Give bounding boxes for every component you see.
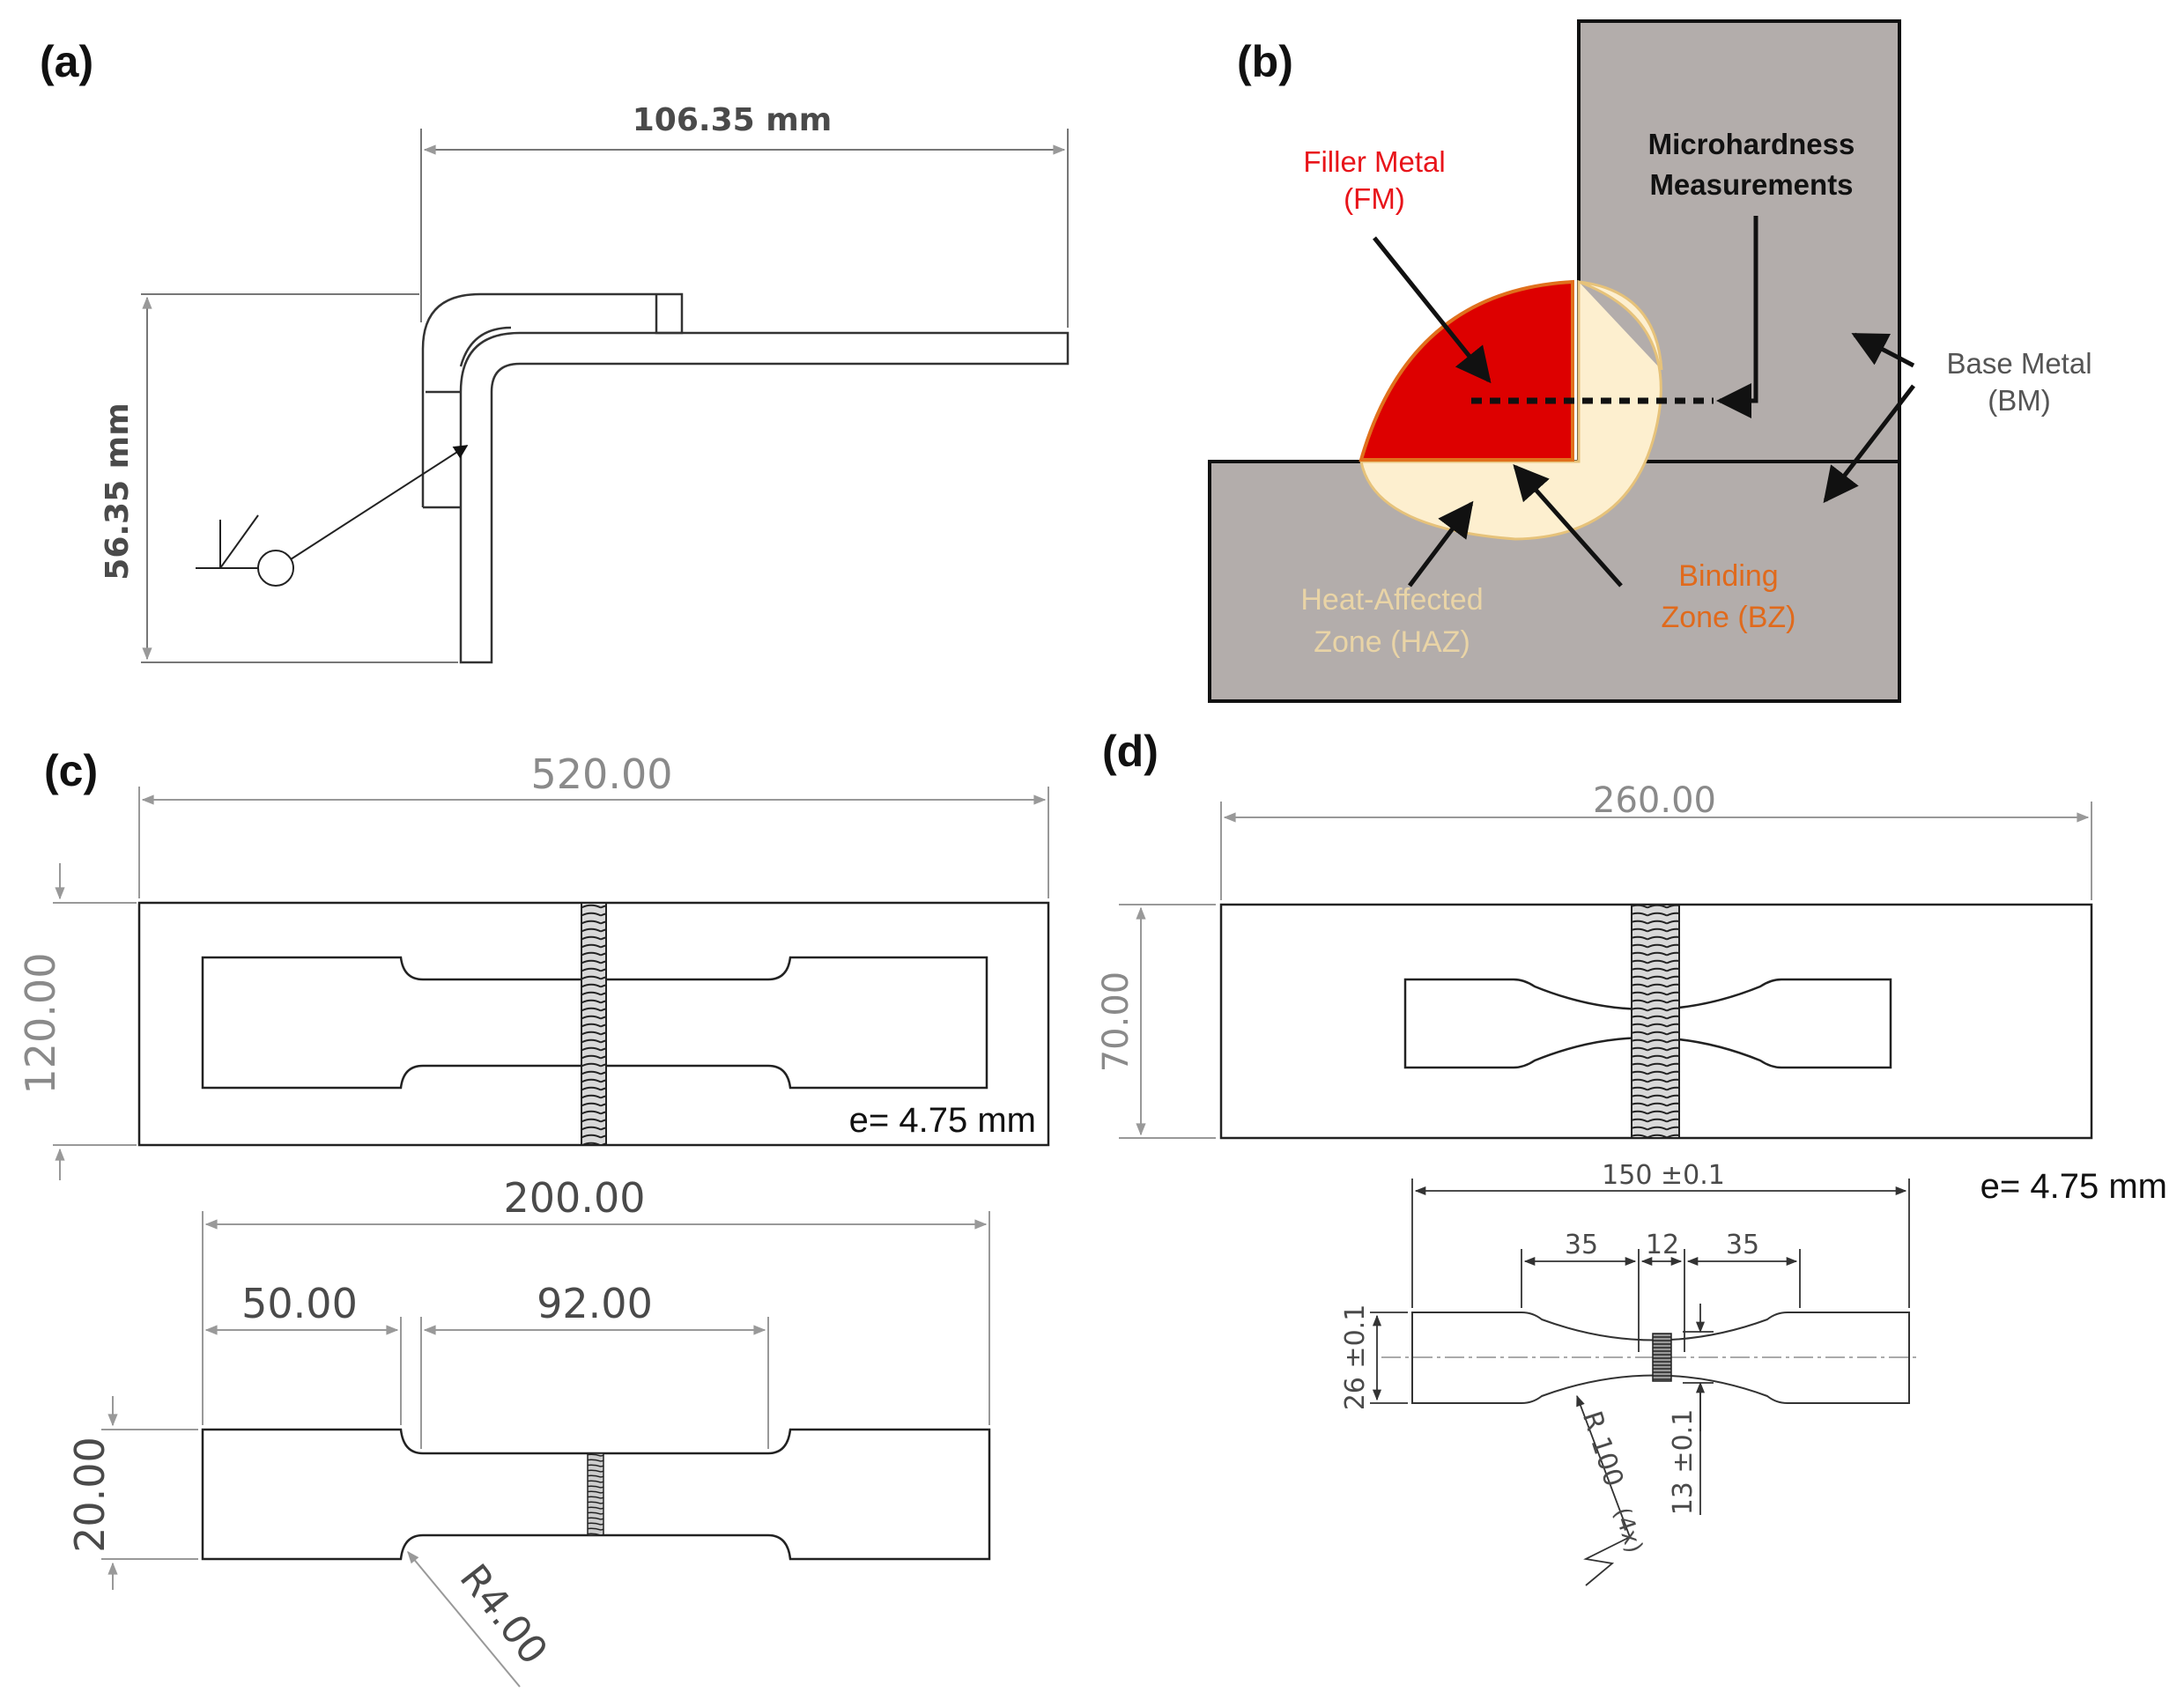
- specimen-cutout-outline: [201, 956, 988, 1090]
- panel-c-plate: [137, 901, 1050, 1147]
- dim-d-plate-length: 260.00: [1593, 780, 1716, 821]
- weld-bead-d: [1631, 904, 1680, 1139]
- dim-d-grip-width: 26 ±0.1: [1340, 1304, 1371, 1411]
- angle-profile: [459, 331, 1070, 664]
- dim-a-width: 106.35 mm: [633, 102, 832, 138]
- thickness-c: e= 4.75 mm: [849, 1101, 1036, 1140]
- panel-d-plate-dims: [1119, 802, 2092, 1139]
- panel-c-specimen-dims: [101, 1211, 990, 1688]
- panel-c-plate-dims: [53, 787, 1049, 1180]
- dim-c-fillet-radius: R4.00: [451, 1556, 556, 1674]
- dim-c-plate-length: 520.00: [531, 750, 673, 798]
- weld-bead-d-specimen: [1652, 1333, 1672, 1382]
- panel-d-specimen: [1381, 1312, 1921, 1404]
- base-metal-label: Base Metal: [1946, 347, 2091, 380]
- backing-plate: [421, 292, 684, 509]
- dim-c-specimen-length: 200.00: [504, 1174, 646, 1222]
- specimen-cutout-outline-d: [1403, 978, 1892, 1069]
- filler-metal: [1359, 279, 1574, 462]
- panel-d-specimen-dims: [1370, 1179, 1910, 1586]
- dim-c-grip-length: 50.00: [241, 1280, 358, 1327]
- dim-c-grip-width: 20.00: [66, 1437, 114, 1553]
- panel-b-arrows: [1373, 216, 1915, 587]
- panel-c-specimen: [201, 1428, 991, 1561]
- panel-label-c: (c): [44, 746, 98, 795]
- dim-c-plate-width: 120.00: [17, 953, 64, 1095]
- filler-metal-abbrev: (FM): [1344, 182, 1405, 215]
- dim-d-specimen-length: 150 ±0.1: [1602, 1160, 1725, 1191]
- panel-a-drawing: [421, 292, 1070, 664]
- panel-a-dimensions: [141, 129, 1069, 663]
- bz-label-2: Zone (BZ): [1661, 601, 1795, 634]
- haz-label-1: Heat-Affected: [1300, 583, 1483, 617]
- panel-label-a: (a): [40, 37, 93, 86]
- weld-symbol: [196, 445, 469, 587]
- microhardness-label-1: Microhardness: [1648, 128, 1855, 160]
- dim-d-radius-count: (4x): [1608, 1504, 1647, 1556]
- dim-d-neck-width: 13 ±0.1: [1668, 1409, 1699, 1516]
- microhardness-label-2: Measurements: [1649, 168, 1853, 201]
- dim-d-radius: R 100: [1576, 1408, 1629, 1490]
- weld-bead-c: [581, 902, 607, 1146]
- dim-d-plate-width: 70.00: [1096, 972, 1136, 1073]
- panel-d-plate: [1219, 903, 2093, 1140]
- dim-d-reduced-left: 35: [1565, 1230, 1598, 1260]
- panel-label-d: (d): [1102, 727, 1159, 776]
- weld-bead-c-specimen: [587, 1452, 604, 1536]
- dim-a-height: 56.35 mm: [100, 403, 136, 580]
- dim-d-center: 12: [1646, 1230, 1679, 1260]
- haz-label-2: Zone (HAZ): [1314, 625, 1470, 659]
- dim-c-gauge-length: 92.00: [537, 1280, 653, 1327]
- filler-metal-label: Filler Metal: [1303, 145, 1445, 178]
- panel-label-b: (b): [1237, 37, 1293, 86]
- base-metal-abbrev: (BM): [1988, 384, 2050, 417]
- heat-affected-zone: [1359, 279, 1663, 541]
- bz-label-1: Binding: [1678, 559, 1778, 593]
- dim-d-reduced-right: 35: [1726, 1230, 1759, 1260]
- thickness-d: e= 4.75 mm: [1980, 1167, 2167, 1206]
